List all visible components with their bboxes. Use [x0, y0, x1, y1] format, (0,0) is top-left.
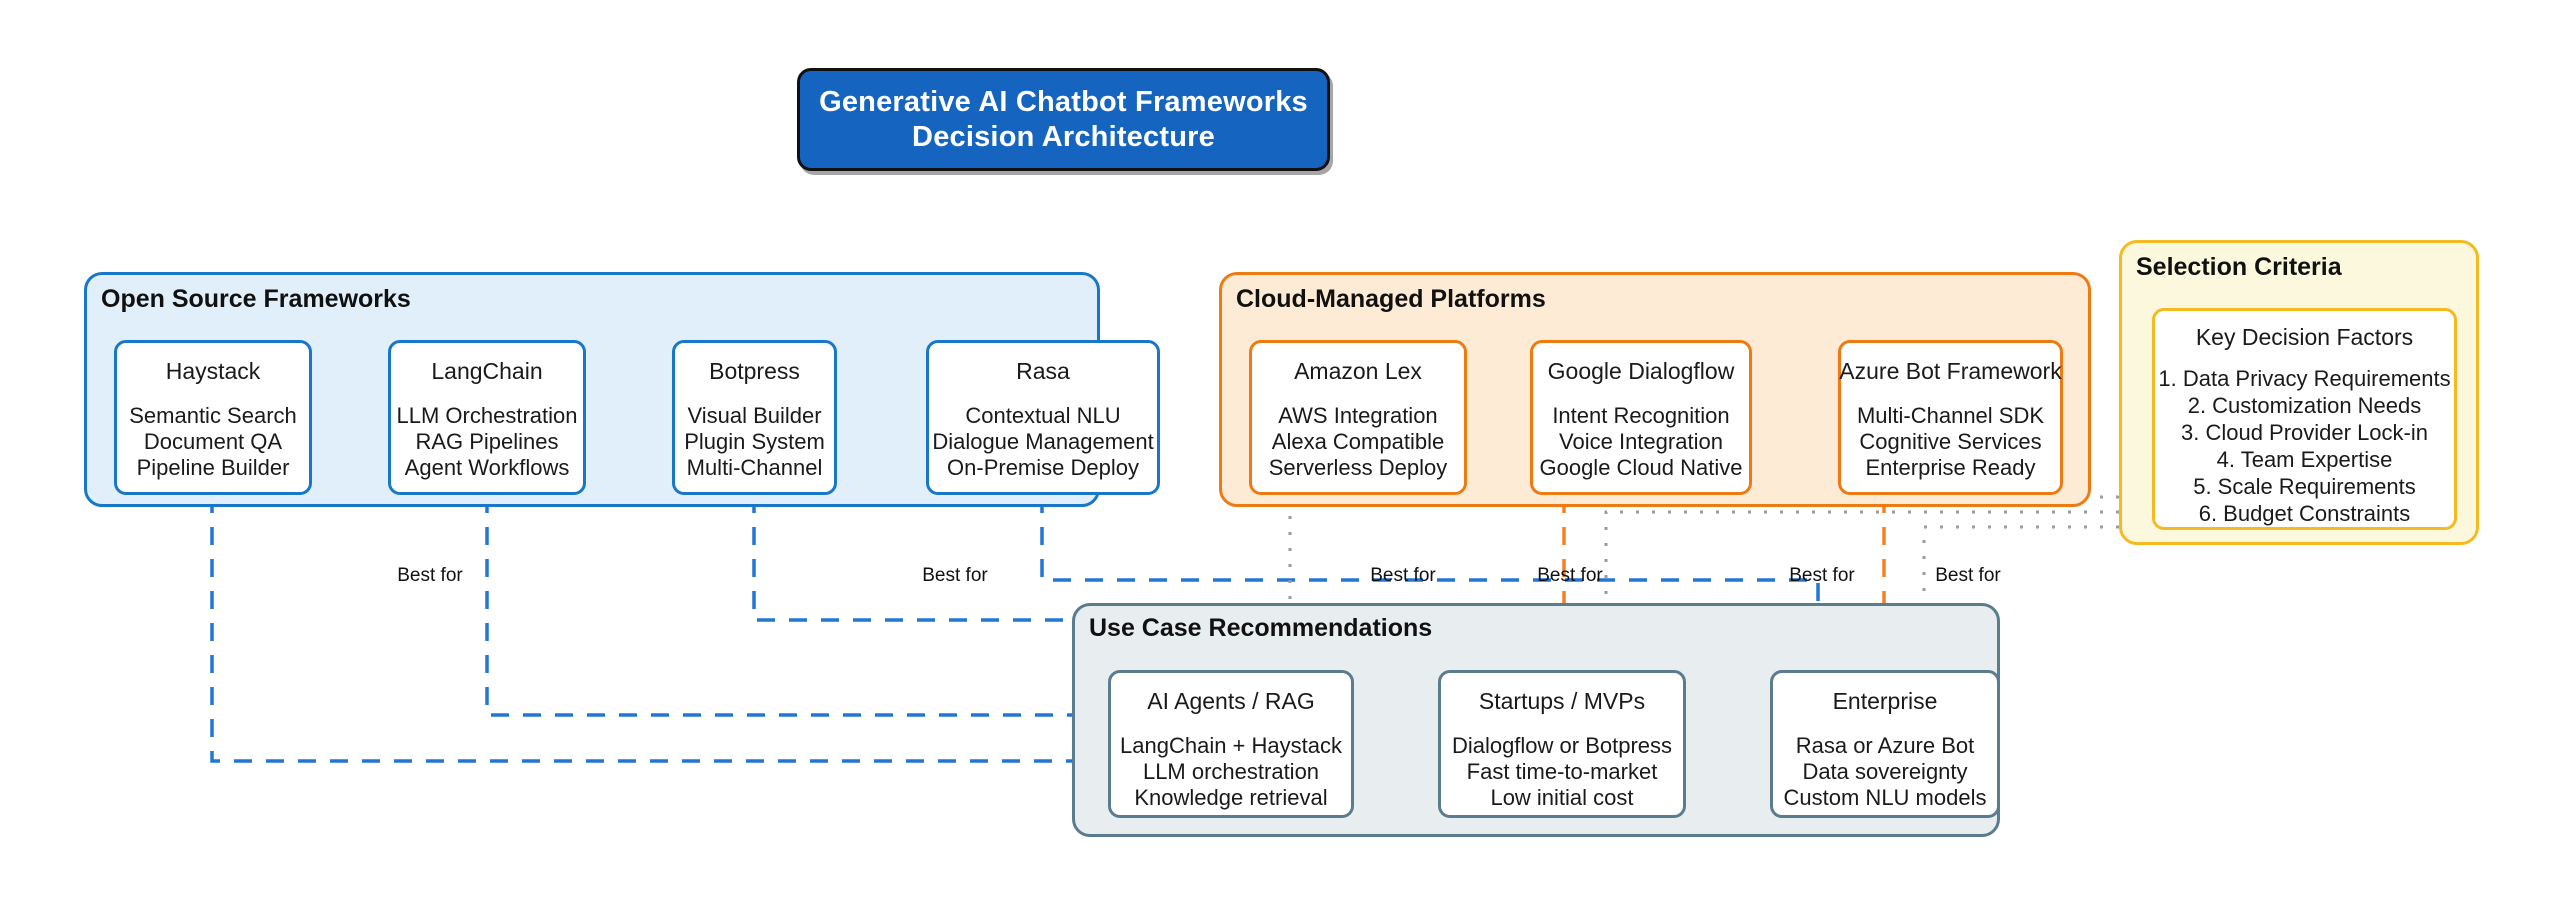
card-amazon-lex-title: Amazon Lex [1294, 358, 1422, 384]
card-startups-mvps[interactable]: Startups / MVPs Dialogflow or Botpress F… [1438, 670, 1686, 818]
detail-line: Knowledge retrieval [1134, 785, 1328, 810]
card-ai-agents-rag[interactable]: AI Agents / RAG LangChain + Haystack LLM… [1108, 670, 1354, 818]
card-google-dialogflow-features: Intent Recognition Voice Integration Goo… [1539, 403, 1742, 481]
criteria-line: 1. Data Privacy Requirements [2158, 366, 2451, 391]
criteria-line: 6. Budget Constraints [2198, 501, 2411, 526]
criteria-line: 5. Scale Requirements [2193, 474, 2416, 499]
detail-line: Dialogflow or Botpress [1451, 733, 1673, 758]
card-google-dialogflow[interactable]: Google Dialogflow Intent Recognition Voi… [1530, 340, 1752, 495]
page-title-line-1: Generative AI Chatbot Frameworks [819, 85, 1308, 118]
feature-line: Voice Integration [1559, 429, 1723, 454]
edge-langchain-to-ai-agents [485, 495, 1114, 731]
page-title-line-2: Decision Architecture [912, 120, 1215, 153]
group-open-source-label: Open Source Frameworks [101, 285, 411, 313]
detail-line: Rasa or Azure Bot [1795, 733, 1975, 758]
card-azure-bot-framework[interactable]: Azure Bot Framework Multi-Channel SDK Co… [1838, 340, 2063, 495]
card-rasa[interactable]: Rasa Contextual NLU Dialogue Management … [926, 340, 1160, 495]
edge-haystack-to-ai-agents [210, 495, 1114, 777]
group-selection-criteria-label: Selection Criteria [2136, 253, 2342, 281]
card-amazon-lex[interactable]: Amazon Lex AWS Integration Alexa Compati… [1249, 340, 1467, 495]
card-enterprise[interactable]: Enterprise Rasa or Azure Bot Data sovere… [1770, 670, 2000, 818]
group-cloud-managed-label: Cloud-Managed Platforms [1236, 285, 1546, 313]
feature-line: LLM Orchestration [396, 403, 578, 428]
card-google-dialogflow-title: Google Dialogflow [1547, 358, 1735, 384]
criteria-line: 4. Team Expertise [2216, 447, 2393, 472]
feature-line: Agent Workflows [404, 455, 570, 480]
feature-line: Google Cloud Native [1539, 455, 1743, 480]
card-langchain-features: LLM Orchestration RAG Pipelines Agent Wo… [397, 403, 578, 481]
card-azure-bot-framework-features: Multi-Channel SDK Cognitive Services Ent… [1857, 403, 2044, 481]
card-haystack[interactable]: Haystack Semantic Search Document QA Pip… [114, 340, 312, 495]
detail-line: Low initial cost [1490, 785, 1634, 810]
card-key-decision-factors[interactable]: Key Decision Factors 1. Data Privacy Req… [2152, 308, 2457, 530]
card-amazon-lex-features: AWS Integration Alexa Compatible Serverl… [1269, 403, 1448, 481]
feature-line: Intent Recognition [1552, 403, 1730, 428]
feature-line: Multi-Channel SDK [1856, 403, 2045, 428]
card-botpress-title: Botpress [709, 358, 800, 384]
detail-line: Custom NLU models [1783, 785, 1987, 810]
card-startups-mvps-title: Startups / MVPs [1478, 688, 1646, 714]
card-azure-bot-framework-title: Azure Bot Framework [1839, 358, 2062, 384]
card-langchain[interactable]: LangChain LLM Orchestration RAG Pipeline… [388, 340, 586, 495]
card-rasa-title: Rasa [1016, 358, 1070, 384]
feature-line: Plugin System [684, 429, 825, 454]
detail-line: LLM orchestration [1142, 759, 1320, 784]
feature-line: On-Premise Deploy [947, 455, 1139, 480]
card-haystack-title: Haystack [165, 358, 261, 384]
card-ai-agents-rag-title: AI Agents / RAG [1147, 688, 1315, 714]
card-botpress[interactable]: Botpress Visual Builder Plugin System Mu… [672, 340, 837, 495]
feature-line: Pipeline Builder [136, 455, 290, 480]
card-enterprise-details: Rasa or Azure Bot Data sovereignty Custo… [1784, 733, 1987, 811]
feature-line: RAG Pipelines [415, 429, 559, 454]
detail-line: Fast time-to-market [1466, 759, 1658, 784]
feature-line: Dialogue Management [932, 429, 1154, 454]
feature-line: Contextual NLU [965, 403, 1121, 428]
feature-line: Cognitive Services [1859, 429, 2042, 454]
card-rasa-features: Contextual NLU Dialogue Management On-Pr… [932, 403, 1153, 481]
edge-label-best-for-5: Best for [1789, 565, 1855, 586]
edge-label-best-for-2: Best for [922, 565, 988, 586]
detail-line: LangChain + Haystack [1120, 733, 1342, 758]
edge-label-best-for-3: Best for [1370, 565, 1436, 586]
feature-line: Document QA [143, 429, 283, 454]
feature-line: Semantic Search [129, 403, 297, 428]
feature-line: Enterprise Ready [1865, 455, 2036, 480]
card-ai-agents-rag-details: LangChain + Haystack LLM orchestration K… [1120, 733, 1342, 811]
criteria-line: 3. Cloud Provider Lock-in [2180, 420, 2428, 445]
card-startups-mvps-details: Dialogflow or Botpress Fast time-to-mark… [1452, 733, 1672, 811]
card-enterprise-title: Enterprise [1832, 688, 1938, 714]
feature-line: Alexa Compatible [1271, 429, 1445, 454]
feature-line: Serverless Deploy [1268, 455, 1448, 480]
group-use-case-recommendations-label: Use Case Recommendations [1089, 614, 1433, 642]
criteria-line: 2. Customization Needs [2187, 393, 2422, 418]
feature-line: Visual Builder [687, 403, 822, 428]
card-key-decision-factors-title: Key Decision Factors [2195, 324, 2414, 350]
card-key-decision-factors-list: 1. Data Privacy Requirements 2. Customiz… [2158, 365, 2450, 527]
feature-line: AWS Integration [1278, 403, 1438, 428]
edge-label-best-for-4: Best for [1537, 565, 1603, 586]
card-botpress-features: Visual Builder Plugin System Multi-Chann… [684, 403, 825, 481]
edge-label-best-for-1: Best for [397, 565, 463, 586]
card-langchain-title: LangChain [431, 358, 543, 384]
feature-line: Multi-Channel [686, 455, 823, 480]
detail-line: Data sovereignty [1802, 759, 1968, 784]
page-title: Generative AI Chatbot Frameworks Decisio… [797, 68, 1330, 171]
edge-label-best-for-6: Best for [1935, 565, 2001, 586]
card-haystack-features: Semantic Search Document QA Pipeline Bui… [129, 403, 297, 481]
